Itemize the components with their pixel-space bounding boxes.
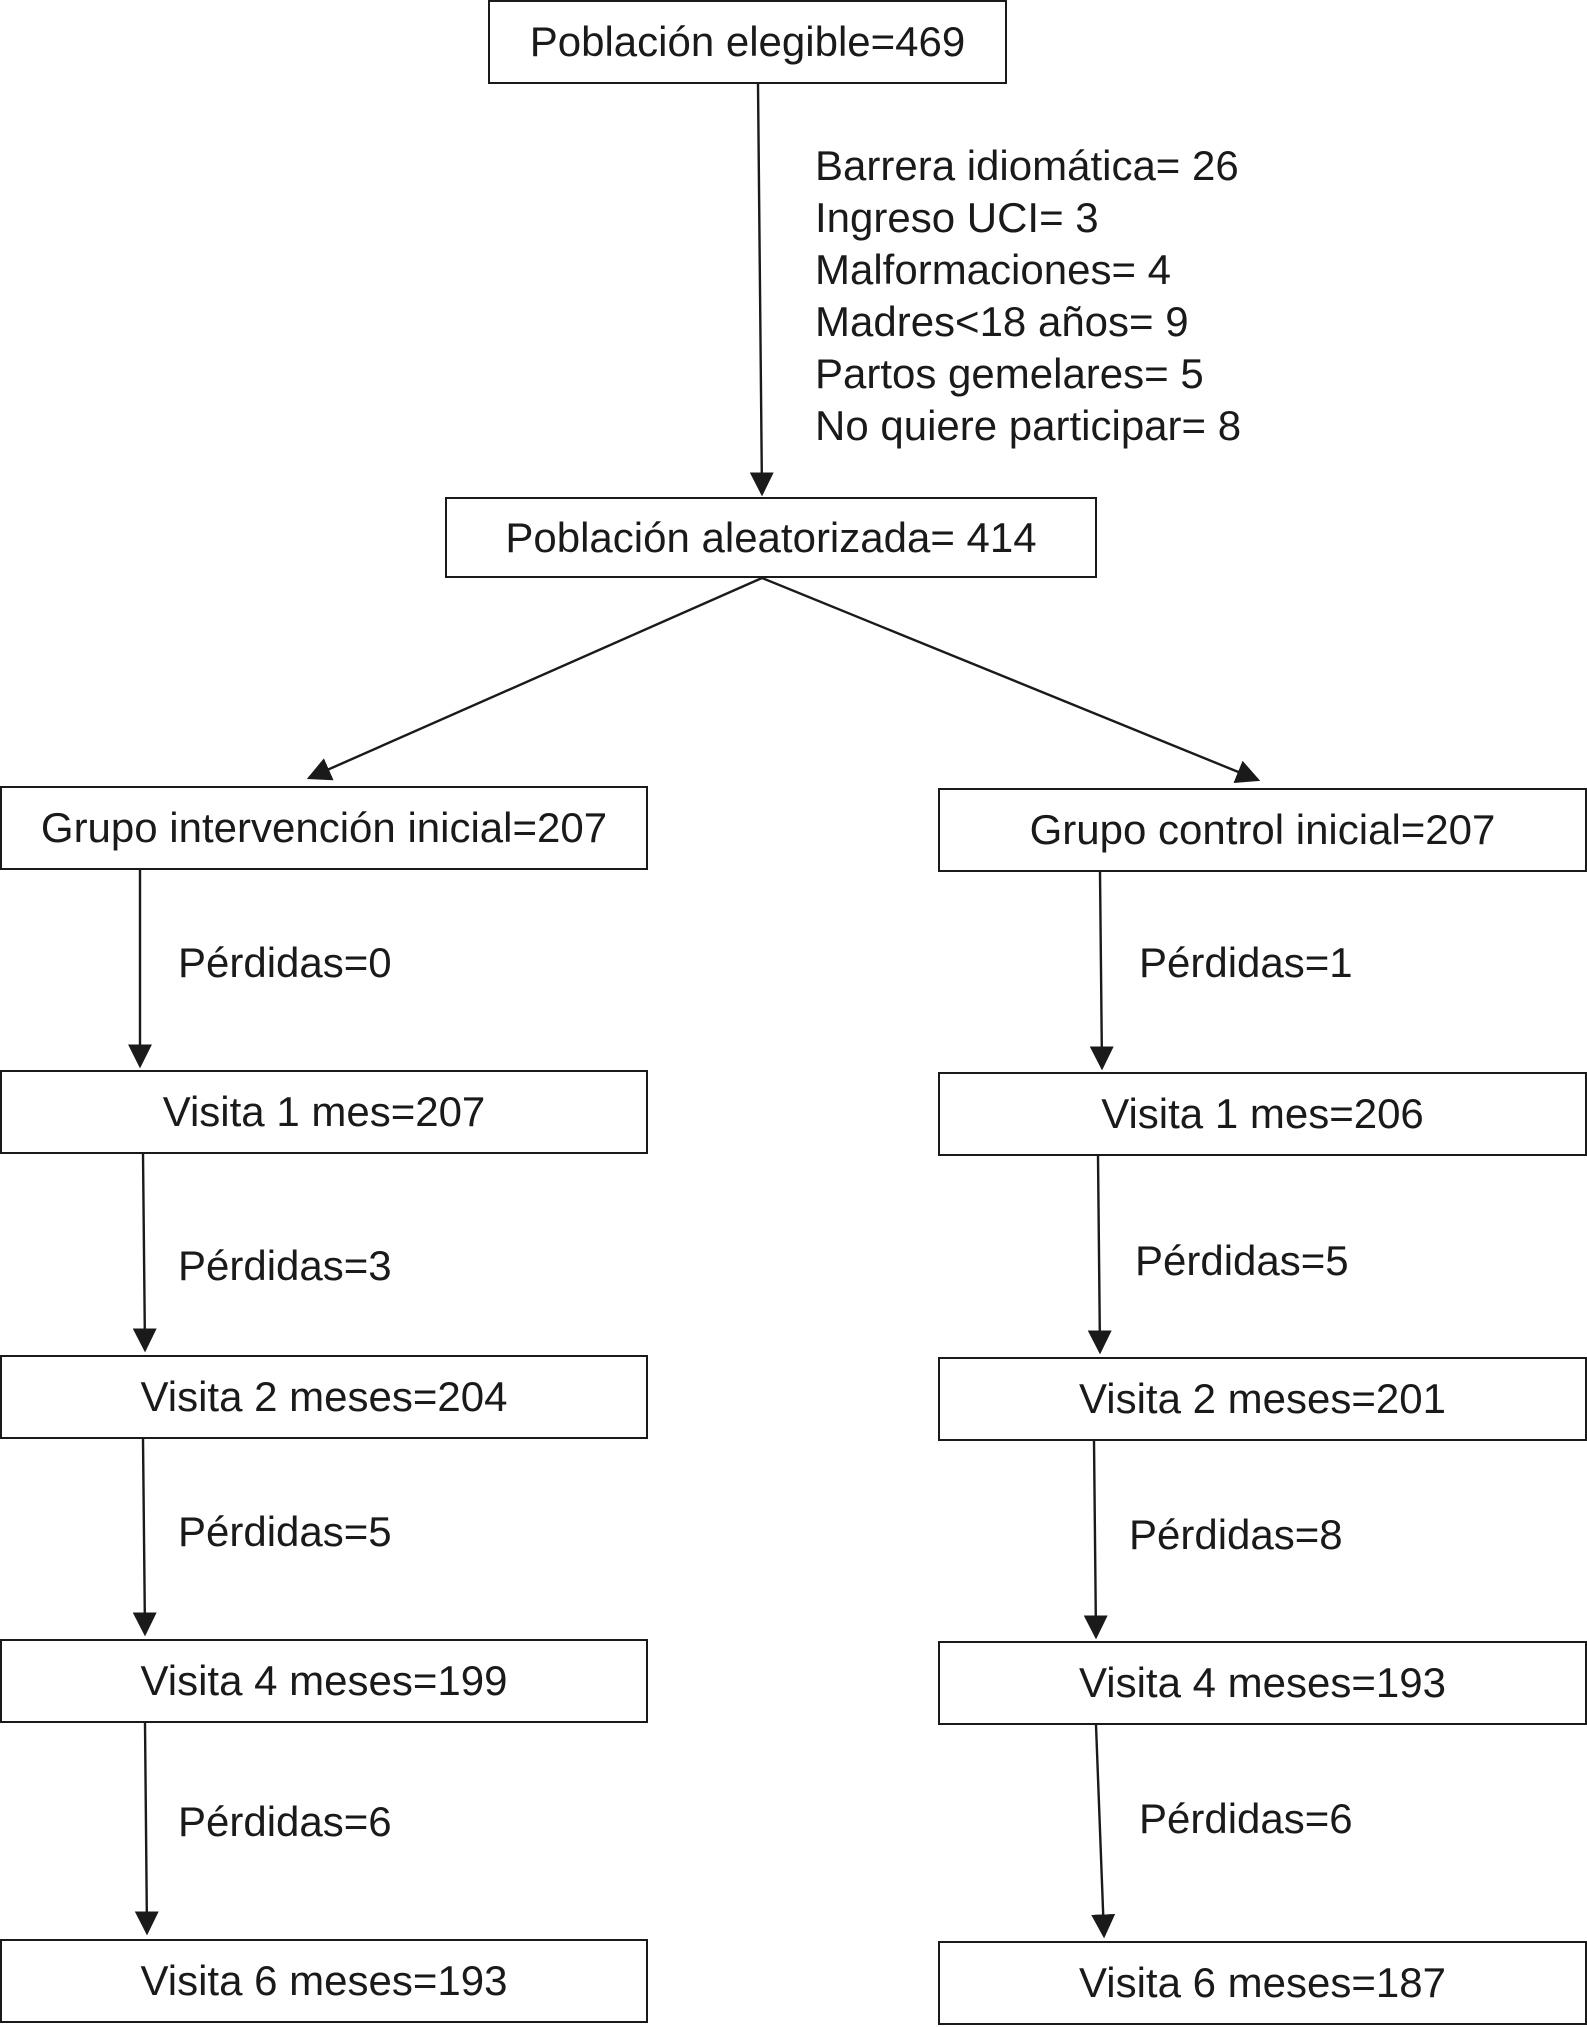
arrow-ctl-initial-to-v1 — [1089, 871, 1114, 1071]
arrow-randomized-to-control — [761, 576, 1261, 783]
loss-label-intervention-2: Pérdidas=3 — [178, 1242, 392, 1289]
intervention-initial-box: Grupo intervención inicial=207 — [0, 786, 648, 870]
intervention-visit-6-box: Visita 6 meses=193 — [0, 1939, 648, 2023]
arrow-int-v2-to-v4 — [132, 1438, 157, 1637]
exclusion-item: No quiere participar= 8 — [815, 402, 1242, 449]
control-visit-1-box: Visita 1 mes=206 — [938, 1072, 1587, 1156]
loss-label-intervention-3: Pérdidas=5 — [178, 1508, 392, 1555]
eligible-population-box: Población elegible=469 — [488, 0, 1007, 84]
arrow-ctl-v4-to-v6 — [1091, 1724, 1116, 1939]
exclusion-item: Madres<18 años= 9 — [815, 298, 1189, 345]
loss-label-control-1: Pérdidas=1 — [1139, 939, 1353, 986]
exclusion-item: Barrera idiomática= 26 — [815, 142, 1239, 189]
arrow-eligible-to-randomized — [749, 83, 774, 497]
loss-label-control-3: Pérdidas=8 — [1129, 1511, 1343, 1558]
control-visit-2-box: Visita 2 meses=201 — [938, 1357, 1587, 1441]
intervention-visit-2-box: Visita 2 meses=204 — [0, 1355, 648, 1439]
arrow-int-v1-to-v2 — [132, 1153, 157, 1353]
arrow-ctl-v2-to-v4 — [1083, 1440, 1108, 1640]
randomized-population-box: Población aleatorizada= 414 — [445, 497, 1097, 578]
control-visit-6-box: Visita 6 meses=187 — [938, 1941, 1587, 2025]
loss-label-intervention-4: Pérdidas=6 — [178, 1798, 392, 1845]
exclusion-item: Malformaciones= 4 — [815, 246, 1171, 293]
intervention-visit-1-box: Visita 1 mes=207 — [0, 1070, 648, 1154]
loss-label-control-2: Pérdidas=5 — [1135, 1237, 1349, 1284]
exclusion-item: Partos gemelares= 5 — [815, 350, 1204, 397]
arrow-ctl-v1-to-v2 — [1087, 1155, 1112, 1355]
arrow-randomized-to-intervention — [306, 576, 763, 781]
loss-label-intervention-1: Pérdidas=0 — [178, 939, 392, 986]
exclusion-item: Ingreso UCI= 3 — [815, 194, 1099, 241]
exclusion-list: Barrera idiomática= 26 Ingreso UCI= 3 Ma… — [815, 140, 1241, 452]
control-initial-box: Grupo control inicial=207 — [938, 788, 1587, 872]
control-visit-4-box: Visita 4 meses=193 — [938, 1641, 1587, 1725]
intervention-visit-4-box: Visita 4 meses=199 — [0, 1639, 648, 1723]
arrow-int-v4-to-v6 — [134, 1722, 159, 1936]
loss-label-control-4: Pérdidas=6 — [1139, 1795, 1353, 1842]
